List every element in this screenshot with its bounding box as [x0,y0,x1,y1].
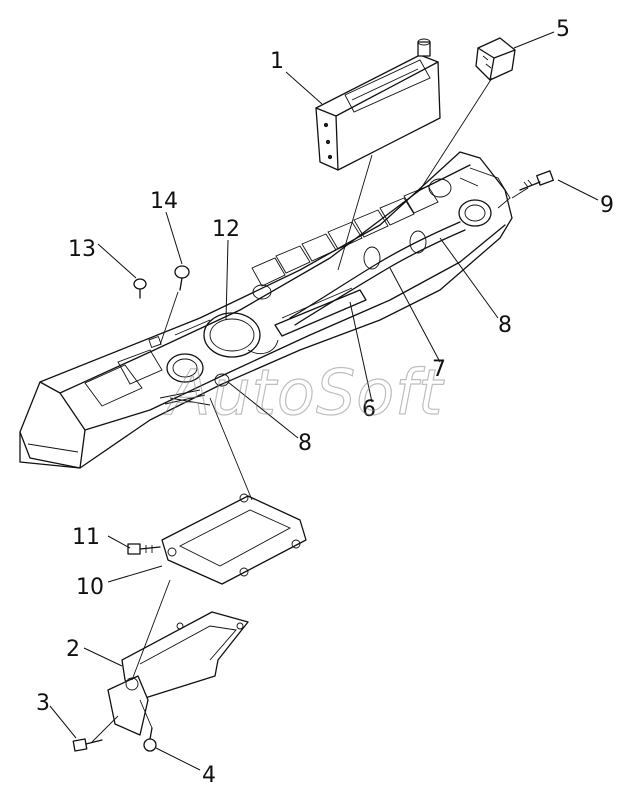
callout-9: 9 [600,193,614,218]
console-housing [19,151,513,469]
switch-slots [251,185,439,287]
bracket-2 [107,611,249,736]
callout-7: 7 [432,357,446,382]
bolt-4 [143,727,157,752]
callout-1: 1 [270,49,284,74]
bolt-9 [519,170,554,191]
callout-labels: 1 2 3 4 5 6 7 8 8 9 10 11 12 13 14 [36,17,614,788]
callout-3: 3 [36,691,50,716]
bolt-11 [127,543,161,555]
leader-lines [49,31,599,771]
module-box [315,38,441,171]
callout-13: 13 [68,237,96,262]
callout-14: 14 [150,189,178,214]
callout-6: 6 [362,397,376,422]
callout-4: 4 [202,763,216,788]
callout-8-lower: 8 [298,431,312,456]
callout-10: 10 [76,575,104,600]
assembly-lines [91,77,529,743]
clip-14 [174,265,190,291]
callout-12: 12 [212,217,240,242]
callout-11: 11 [72,525,100,550]
relay-connector [475,37,516,81]
callout-8-upper: 8 [498,313,512,338]
callout-5: 5 [556,17,570,42]
callout-2: 2 [66,637,80,662]
bolt-3 [72,738,103,752]
screw-13 [133,278,147,299]
watermark: AutoSoft [164,356,445,429]
cover-plate-10 [161,493,307,585]
